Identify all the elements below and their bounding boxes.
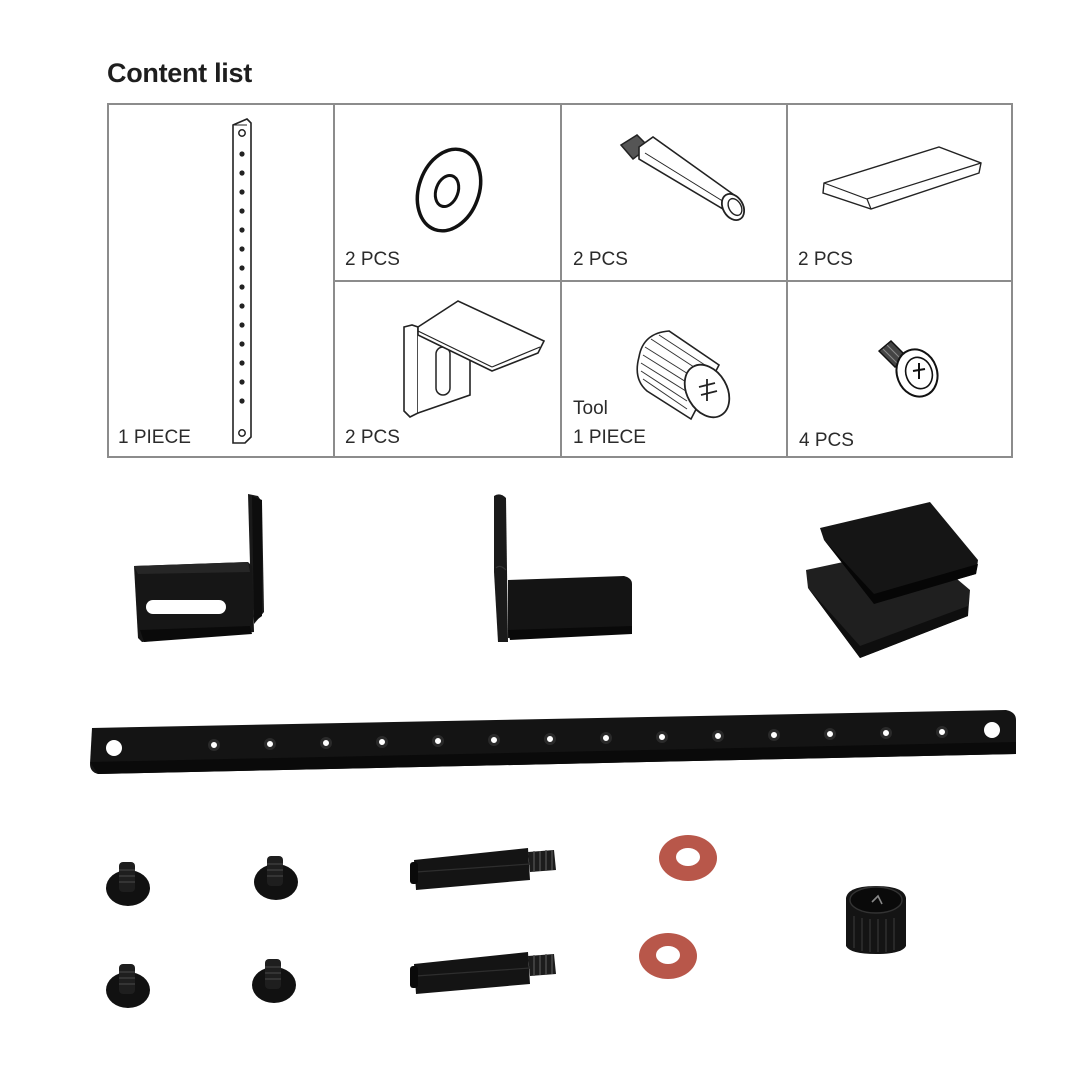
- fiber-washer-photo: [659, 835, 717, 881]
- quantity-label: 2 PCS: [345, 427, 400, 448]
- content-list-table: 1 PIECE 2 PCS 2 PCS 2 PCS: [107, 103, 1013, 458]
- quantity-label: 4 PCS: [799, 430, 854, 451]
- standoff-photo: [410, 848, 556, 890]
- quantity-label: 2 PCS: [798, 249, 853, 270]
- quantity-label: 1 PIECE: [573, 427, 646, 448]
- table-divider: [333, 280, 1011, 282]
- perforated-bar-photo: [90, 710, 1016, 774]
- rubber-pads-photo: [806, 502, 978, 658]
- l-bracket-icon: [403, 300, 546, 418]
- screw-photo: [106, 862, 150, 906]
- screw-photo: [254, 856, 298, 900]
- fiber-washer-photo: [639, 933, 697, 979]
- screw-icon: [877, 340, 939, 398]
- knurled-tool-icon: [636, 330, 731, 421]
- quantity-label: 2 PCS: [345, 249, 400, 270]
- page-title: Content list: [107, 58, 252, 88]
- quantity-label: 1 PIECE: [118, 427, 191, 448]
- standoff-photo: [410, 952, 556, 994]
- washer-icon: [415, 147, 483, 233]
- bar-strip-icon: [232, 118, 252, 444]
- standoff-icon: [619, 134, 746, 222]
- l-bracket-flat-photo: [494, 494, 632, 642]
- quantity-label: 2 PCS: [573, 249, 628, 270]
- tool-note-label: Tool: [573, 398, 608, 419]
- pad-icon: [822, 146, 982, 210]
- l-bracket-slotted-photo: [134, 494, 264, 642]
- screw-photo: [252, 959, 296, 1003]
- screw-photo: [106, 964, 150, 1008]
- knurled-tool-photo: [846, 886, 906, 954]
